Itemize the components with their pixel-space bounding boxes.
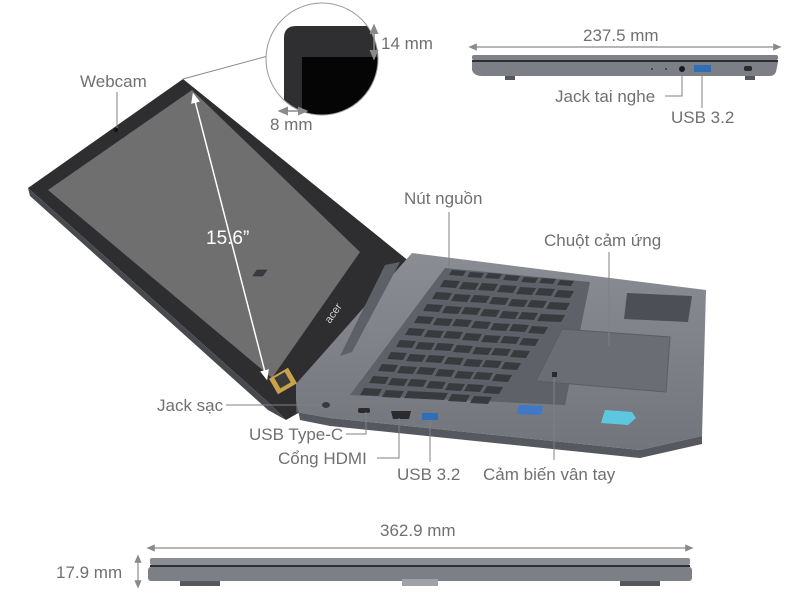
label-thickness: 17.9 mm bbox=[56, 563, 123, 582]
hdmi-port bbox=[391, 411, 411, 419]
label-fingerprint: Cảm biến vân tay bbox=[483, 465, 616, 484]
laptop-front-view bbox=[134, 544, 694, 589]
label-screen-size: 15.6” bbox=[206, 228, 250, 249]
webcam-lens bbox=[114, 128, 118, 132]
label-bezel-top: 14 mm bbox=[381, 34, 433, 53]
leader-lines bbox=[116, 92, 610, 462]
headphone-jack-port bbox=[679, 66, 685, 72]
charging-port bbox=[322, 402, 330, 408]
kensington-lock bbox=[744, 66, 752, 71]
spec-sticker-panel bbox=[624, 293, 692, 322]
label-bezel-side: 8 mm bbox=[270, 115, 313, 134]
label-headphone-jack: Jack tai nghe bbox=[555, 87, 656, 106]
label-depth: 237.5 mm bbox=[583, 26, 659, 45]
label-webcam: Webcam bbox=[80, 72, 147, 91]
label-charging-jack: Jack sạc bbox=[157, 396, 224, 415]
screen-diagonal-arrow bbox=[191, 92, 269, 381]
usb-a-port-right bbox=[694, 65, 711, 72]
label-power-button: Nút nguồn bbox=[404, 189, 483, 208]
usbc-port bbox=[358, 408, 370, 413]
laptop-side-view bbox=[468, 43, 782, 108]
laptop-main-view: acer bbox=[28, 79, 706, 458]
label-usb-left: USB 3.2 bbox=[397, 465, 461, 484]
label-usb-type-c: USB Type-C bbox=[249, 425, 344, 444]
label-width: 362.9 mm bbox=[380, 521, 456, 540]
label-usb-right: USB 3.2 bbox=[671, 108, 735, 127]
label-touchpad: Chuột cảm ứng bbox=[544, 231, 662, 250]
touchpad bbox=[535, 328, 671, 393]
usb-a-port-left bbox=[422, 413, 438, 420]
label-hdmi: Cổng HDMI bbox=[278, 449, 367, 468]
fingerprint-sensor bbox=[552, 372, 557, 377]
